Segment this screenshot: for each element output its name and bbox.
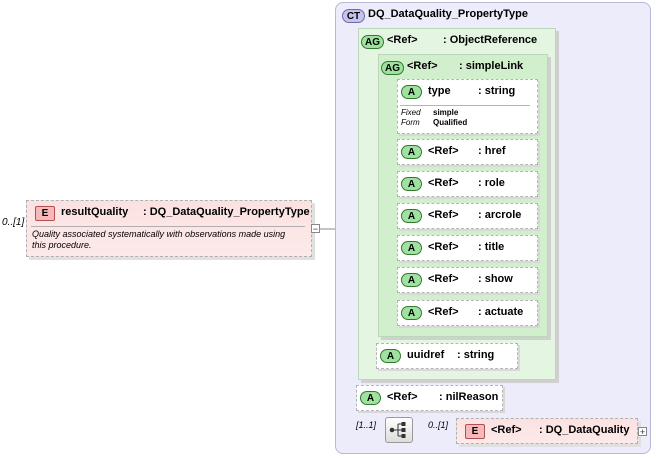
attribute-badge: A: [401, 85, 422, 99]
divider: [31, 226, 305, 227]
attribute-ref: <Ref>: [428, 177, 459, 189]
attribute-badge: A: [401, 273, 422, 287]
attribute-name: : show: [478, 273, 513, 285]
child-element-ref: <Ref>: [491, 424, 522, 436]
expand-toggle-icon[interactable]: +: [638, 427, 647, 437]
attribute-badge: A: [401, 145, 422, 159]
attribute-badge: A: [401, 241, 422, 255]
attribute-badge: A: [401, 209, 422, 223]
form-label: Form: [401, 118, 420, 127]
attribute-name: : role: [478, 177, 505, 189]
attribute-name: type: [428, 85, 451, 97]
attribute-title[interactable]: A <Ref> : title: [397, 235, 538, 261]
attr-group-badge: AG: [381, 61, 404, 75]
root-element-type: : DQ_DataQuality_PropertyType: [143, 206, 310, 218]
attribute-name: : href: [478, 145, 506, 157]
child-element-occurrence: 0..[1]: [428, 420, 449, 430]
attribute-uuidref[interactable]: A uuidref : string: [376, 343, 518, 369]
root-element-resultQuality[interactable]: E resultQuality : DQ_DataQuality_Propert…: [26, 200, 312, 257]
complex-type-name: DQ_DataQuality_PropertyType: [368, 8, 528, 20]
attribute-ref: <Ref>: [428, 209, 459, 221]
attribute-ref: <Ref>: [387, 391, 418, 403]
attr-group-ref: <Ref>: [407, 60, 438, 72]
attribute-show[interactable]: A <Ref> : show: [397, 267, 538, 293]
attribute-arcrole[interactable]: A <Ref> : arcrole: [397, 203, 538, 229]
attr-group-badge: AG: [361, 35, 384, 49]
root-occurrence: 0..[1]: [2, 217, 25, 228]
attribute-nilReason[interactable]: A <Ref> : nilReason: [356, 385, 503, 411]
attribute-badge: A: [360, 391, 381, 405]
attribute-badge: A: [401, 306, 422, 320]
attr-group-name: : simpleLink: [459, 60, 524, 72]
attribute-role[interactable]: A <Ref> : role: [397, 171, 538, 197]
attribute-name: : nilReason: [439, 391, 499, 403]
doc-line-1: Quality associated systematically with o…: [32, 229, 286, 239]
attr-group-name: : ObjectReference: [443, 34, 538, 46]
collapse-toggle-icon[interactable]: −: [311, 224, 320, 234]
attribute-actuate[interactable]: A <Ref> : actuate: [397, 300, 538, 326]
fixed-value: simple: [433, 108, 459, 117]
root-element-name: resultQuality: [61, 206, 129, 218]
child-element-dq-dataquality[interactable]: E <Ref> : DQ_DataQuality: [456, 418, 638, 444]
complex-type-badge: CT: [342, 9, 365, 23]
element-badge: E: [35, 206, 55, 221]
attr-group-ref: <Ref>: [387, 34, 418, 46]
attribute-name: : actuate: [478, 306, 524, 318]
doc-line-2: this procedure.: [32, 240, 92, 250]
attribute-ref: <Ref>: [428, 306, 459, 318]
form-value: Qualified: [433, 118, 468, 127]
attribute-href[interactable]: A <Ref> : href: [397, 139, 538, 165]
child-element-name: : DQ_DataQuality: [539, 424, 630, 436]
attribute-name: : title: [478, 241, 505, 253]
fixed-label: Fixed: [401, 108, 421, 117]
divider: [400, 105, 530, 106]
attribute-ref: <Ref>: [428, 145, 459, 157]
attribute-type-name: : string: [457, 349, 495, 361]
sequence-occurrence: [1..1]: [356, 420, 377, 430]
attribute-ref: <Ref>: [428, 241, 459, 253]
attribute-type[interactable]: A type : string Fixed simple Form Qualif…: [397, 79, 538, 134]
sequence-icon[interactable]: [385, 417, 413, 443]
attribute-ref: <Ref>: [428, 273, 459, 285]
attribute-badge: A: [380, 349, 401, 363]
attribute-name: uuidref: [407, 349, 445, 361]
attribute-badge: A: [401, 177, 422, 191]
attribute-name: : arcrole: [478, 209, 522, 221]
attribute-type-name: : string: [478, 85, 516, 97]
element-badge: E: [465, 424, 485, 439]
